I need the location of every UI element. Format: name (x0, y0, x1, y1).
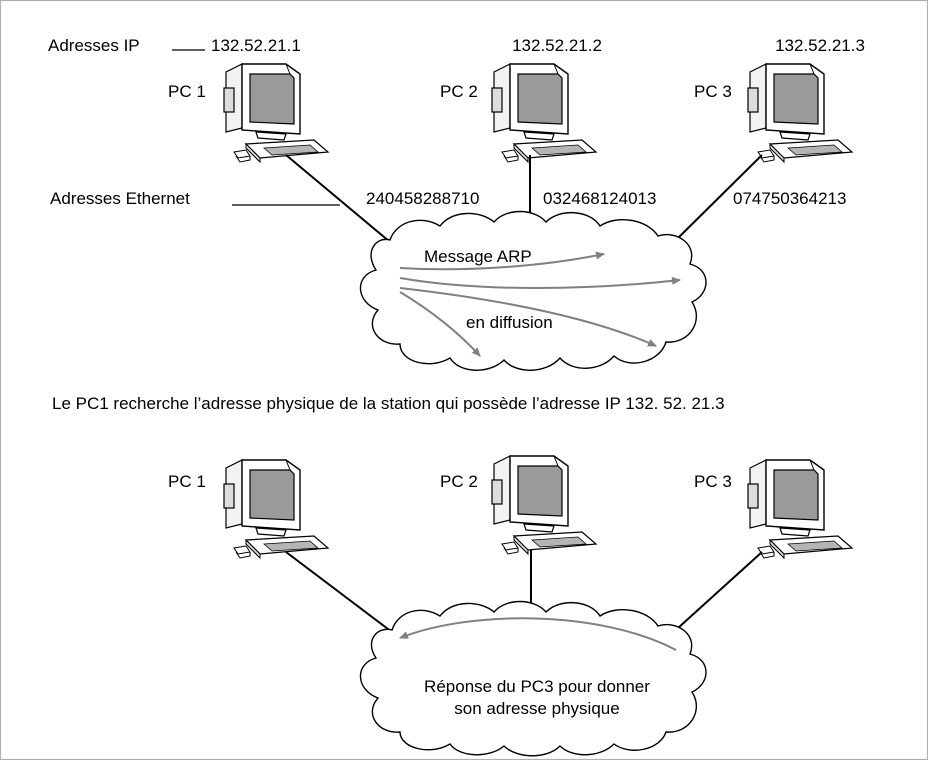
pc1-computer-icon (223, 63, 329, 163)
pc3-name: PC 3 (694, 82, 732, 101)
broadcast-label: en diffusion (466, 313, 553, 332)
pc1-bottom-computer-icon (223, 459, 329, 559)
top-cloud-network-icon (359, 210, 707, 371)
pc2-name: PC 2 (440, 82, 478, 101)
arrow-to-pc2-icon (399, 251, 605, 271)
pc2-ethernet: 032468124013 (543, 189, 657, 208)
pc3-ethernet: 074750364213 (733, 189, 847, 208)
pc3-bottom-computer-icon (747, 459, 853, 559)
arrow-broadcast-icon (399, 287, 657, 347)
arrow-down-icon (399, 291, 481, 357)
reply-text-line1: Réponse du PC3 pour donner (424, 677, 650, 696)
pc3-bottom-link-line (677, 551, 763, 629)
reply-text-line2: son adresse physique (454, 699, 620, 719)
pc3-link-line (675, 154, 763, 241)
pc2-bottom-name: PC 2 (440, 472, 478, 491)
bottom-cloud-network-icon (359, 600, 707, 757)
reply-text: Réponse du PC3 pour donner son adresse p… (397, 676, 677, 720)
pc3-ip: 132.52.21.3 (775, 36, 865, 55)
pc1-name: PC 1 (168, 82, 206, 101)
arrow-to-pc3-icon (399, 276, 681, 289)
pc1-bottom-name: PC 1 (168, 472, 206, 491)
pc3-bottom-name: PC 3 (694, 472, 732, 491)
ip-addresses-label: Adresses IP (48, 36, 140, 55)
pc1-link-line (285, 154, 391, 243)
reply-arrow-icon (399, 617, 677, 651)
pc2-ip: 132.52.21.2 (512, 36, 602, 55)
pc3-computer-icon (747, 63, 853, 163)
arp-message-label: Message ARP (424, 247, 532, 266)
pc1-bottom-link-line (285, 551, 393, 633)
pc2-computer-icon (491, 63, 597, 163)
pc1-ethernet: 240458288710 (366, 189, 480, 208)
ethernet-addresses-label: Adresses Ethernet (50, 189, 190, 208)
pc2-bottom-computer-icon (491, 455, 597, 555)
caption: Le PC1 recherche l’adresse physique de l… (52, 394, 725, 413)
pc1-ip: 132.52.21.1 (211, 36, 301, 55)
